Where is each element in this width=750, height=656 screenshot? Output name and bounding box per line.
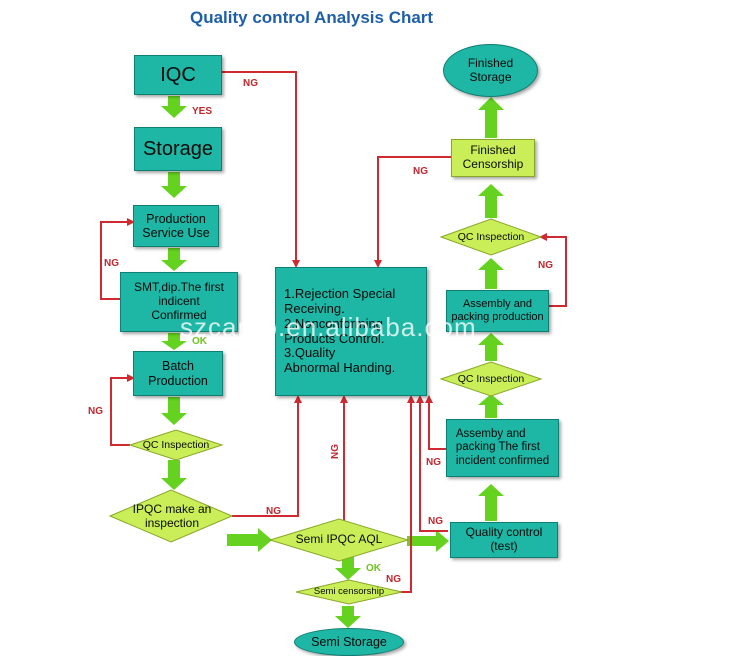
label-ng-ipqc: NG: [266, 506, 281, 517]
node-finished-storage-label: Finished Storage: [467, 55, 514, 84]
label-ng-quality: NG: [428, 516, 443, 527]
diamond-qc-inspection-mid: [439, 361, 543, 397]
ng-line-assemby: [425, 395, 448, 450]
label-ng-finished: NG: [413, 166, 428, 177]
diamond-ipqc: [108, 489, 234, 543]
node-smt-dip: SMT,dip.The first indicent Confirmed: [120, 272, 238, 332]
node-quality-control-test-label: Quality control (test): [465, 525, 543, 553]
arrow-finished-storage: [478, 97, 504, 138]
arrow-qctop-finished: [478, 184, 504, 218]
arrow-qcmid-assembly: [478, 333, 504, 361]
label-ng-semi-aql: NG: [330, 444, 341, 459]
node-assemby-first: Assemby and packing The first incident c…: [446, 419, 559, 477]
node-semi-storage-label: Semi Storage: [311, 634, 387, 649]
arrow-semi-quality: [407, 530, 449, 552]
arrow-quality-assemby: [478, 484, 504, 521]
node-iqc: IQC: [134, 55, 222, 95]
node-batch-production: Batch Production: [133, 351, 223, 396]
diamond-qc-inspection-top: [439, 218, 543, 256]
ng-feedback-lines: [100, 71, 567, 593]
arrow-smt-batch: [161, 333, 187, 350]
node-assemby-first-label: Assemby and packing The first incident c…: [455, 428, 550, 467]
node-quality-control-test: Quality control (test): [450, 522, 558, 558]
node-storage: Storage: [134, 127, 222, 171]
arrow-storage-production: [161, 172, 187, 198]
ng-line-finished: [374, 156, 451, 268]
node-rejection-handling-label: 1.Rejection Special Receiving. 2.Nonconf…: [284, 285, 396, 376]
arrow-assembly-qctop: [478, 258, 504, 289]
decision-diamonds: [108, 218, 543, 605]
label-ng-qc-left: NG: [88, 406, 103, 417]
arrow-iqc-storage: [161, 96, 187, 118]
label-yes: YES: [192, 106, 213, 117]
diamond-qc-inspection-left: [128, 429, 224, 461]
ng-line-qc-left: [110, 374, 135, 446]
ng-line-quality: [416, 395, 448, 532]
node-rejection-handling: 1.Rejection Special Receiving. 2.Nonconf…: [275, 267, 427, 396]
diamond-semi-censorship: [295, 579, 403, 605]
node-semi-storage: Semi Storage: [294, 628, 404, 656]
node-batch-production-label: Batch Production: [148, 359, 208, 388]
node-assembly-packing-label: Assembly and packing production: [451, 298, 544, 323]
node-assembly-packing: Assembly and packing production: [446, 290, 549, 332]
node-finished-storage: Finished Storage: [443, 44, 538, 97]
arrow-production-smt: [161, 248, 187, 271]
arrow-ipqc-semi: [227, 528, 272, 552]
node-production-service-label: Production Service Use: [142, 211, 210, 240]
diamond-semi-ipqc-aql: [268, 518, 410, 562]
label-ng-assembly: NG: [538, 260, 553, 271]
arrow-semi-censorship: [335, 557, 361, 580]
ng-line-smt: [100, 218, 135, 300]
node-production-service: Production Service Use: [133, 205, 219, 247]
label-ok-smt: OK: [192, 336, 207, 347]
label-ng-smt: NG: [104, 258, 119, 269]
ng-line-ipqc: [232, 395, 302, 517]
node-iqc-label: IQC: [160, 63, 196, 86]
arrow-assemby-qcmid: [478, 394, 504, 418]
page-title: Quality control Analysis Chart: [190, 8, 434, 27]
ng-line-assembly: [539, 233, 567, 307]
arrow-censorship-storage: [335, 606, 361, 628]
label-ng-assemby: NG: [426, 457, 441, 468]
label-ng-censorship: NG: [386, 574, 401, 585]
node-finished-censorship-label: Finished Censorship: [462, 143, 524, 171]
arrow-batch-qc: [161, 397, 187, 425]
arrow-qc-ipqc: [161, 460, 187, 490]
label-ng-iqc: NG: [243, 78, 258, 89]
node-finished-censorship: Finished Censorship: [451, 139, 535, 177]
ng-line-censorship: [398, 395, 415, 593]
green-flow-arrows: [161, 96, 504, 628]
node-storage-label: Storage: [142, 137, 214, 160]
node-smt-dip-label: SMT,dip.The first indicent Confirmed: [133, 280, 225, 322]
label-ok-semi: OK: [366, 563, 381, 574]
ng-line-iqc: [222, 71, 300, 268]
